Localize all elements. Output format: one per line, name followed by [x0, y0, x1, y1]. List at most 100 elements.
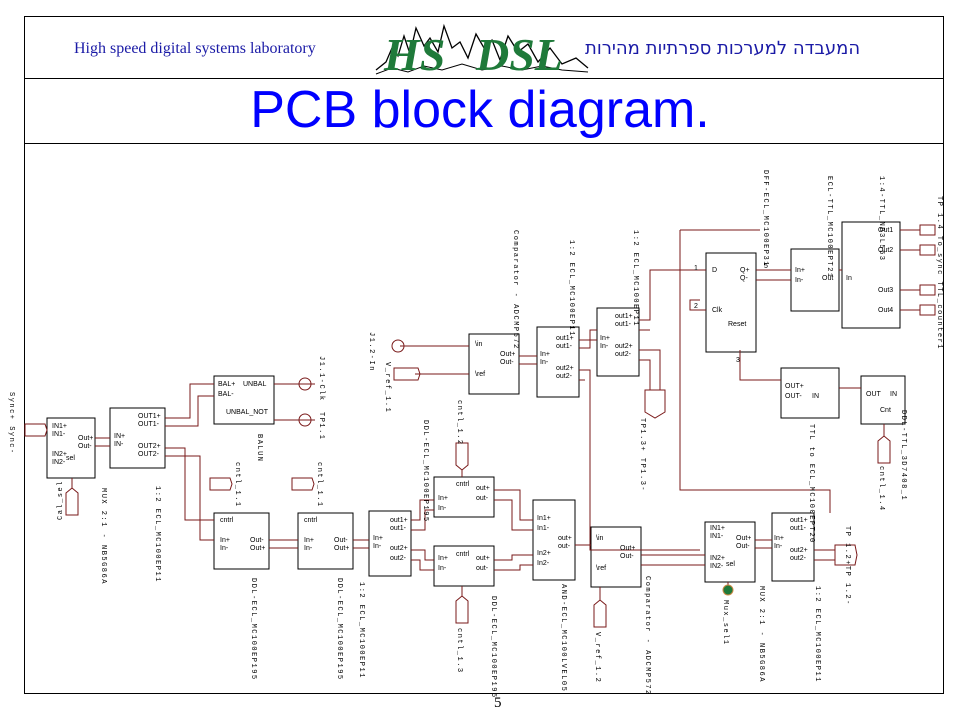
ddl-ttl-block: [860, 375, 906, 425]
j1-1-label: J1.1-Clk: [317, 356, 325, 402]
cntl-1-1-connector: [209, 477, 233, 491]
ecl-1-2-e-pin: out1+: [790, 517, 808, 524]
ttl-1-4-pin: Out2: [878, 247, 893, 254]
ecl-1-2-c-pin: In-: [540, 359, 549, 366]
mux-out-pin: IN2-: [710, 563, 724, 570]
tp1-3-label: TP1.3+ TP1.3-: [638, 418, 646, 492]
j1-2-connector: [391, 339, 405, 353]
ddl-2-block: [297, 512, 354, 570]
ddl-3-pin: In-: [438, 505, 447, 512]
ddl-4-pin: cntrl: [456, 551, 470, 558]
ecl-1-2-b-pin: out1-: [390, 525, 407, 532]
ecl-1-2-d-pin: In+: [600, 335, 610, 342]
mux-out-pin: Out+: [736, 535, 751, 542]
cntl-1-1b-connector: [291, 477, 315, 491]
ecl-1-2-e-pin: out2-: [790, 555, 807, 562]
tp1-2-label: TP 1.2+TP 1.2-: [843, 526, 851, 606]
sync-label: Sync+ Sync-: [7, 392, 15, 455]
ecl-ttl-label: ECL-TTL_MC100EPT21: [825, 176, 833, 279]
and-gate-pin: In1-: [537, 525, 550, 532]
mux-sel-label: Mux_sel1: [721, 600, 729, 646]
comparator-1-pin: \ref: [475, 371, 485, 378]
comparator-1-pin: Out+: [500, 351, 515, 358]
ecl-1-2-a-pin: OUT2+: [138, 443, 161, 450]
comparator-1-pin: Out-: [500, 359, 514, 366]
ddl-2-pin: Out+: [334, 545, 349, 552]
cntl-1-4-connector: [877, 435, 891, 464]
ddl-4-block: [433, 545, 495, 587]
and-gate-pin: In2+: [537, 550, 551, 557]
ecl-1-2-d-block: [596, 307, 640, 377]
mux-out-pin: IN2+: [710, 555, 725, 562]
v-ref-1-1-label: V_ref_1.1: [383, 362, 391, 413]
balun-block: [213, 375, 275, 425]
cntl-1-2-label: cntl_1.2: [455, 400, 463, 446]
ecl-1-2-c-label: 1:2 ECL_MC100EP11: [567, 240, 575, 337]
comparator-1-block: [468, 333, 520, 395]
mux-in-block: [46, 417, 96, 479]
balun-pin: UNBAL: [243, 381, 266, 388]
mux-out-pin: Out-: [736, 543, 750, 550]
and-gate-pin: In2-: [537, 560, 550, 567]
ecl-1-2-e-pin: In-: [774, 543, 783, 550]
page-number: 5: [494, 695, 502, 711]
cntl-1-2-connector: [455, 442, 469, 471]
mux-sel-connector: [722, 584, 734, 596]
ecl-1-2-e-pin: In+: [774, 535, 784, 542]
ddl-4-label: DDL-ECL_MC100EP195: [489, 596, 497, 699]
v-ref-1-2-connector: [593, 599, 607, 628]
ttl-ecl-pin: OUT-: [785, 393, 802, 400]
mux-in-pin: sel: [66, 455, 75, 462]
ecl-1-2-b-pin: out2+: [390, 545, 408, 552]
ttl-1-4-label: 1:4-TTL_NB3L553: [877, 176, 885, 262]
balun-pin: BAL+: [218, 381, 235, 388]
comparator-2-pin: Out+: [620, 545, 635, 552]
j1-1-connector: [298, 377, 312, 391]
comparator-1-label: Comparator - ADCMP572: [511, 230, 519, 350]
ecl-ttl-block: [790, 248, 840, 312]
ddl-4-pin: out+: [476, 555, 490, 562]
comparator-2-pin: \ref: [596, 565, 606, 572]
mux-out-block: [704, 521, 756, 583]
tp1-4-connector-1: [919, 224, 936, 236]
cntl-1-3-label: cntl_1.3: [455, 628, 463, 674]
cntl-1-1b-label: cntl_1.1: [315, 462, 323, 508]
wire-number-3: 3: [736, 357, 740, 364]
mux-in-pin: IN1-: [52, 431, 66, 438]
header-divider: [24, 78, 943, 79]
ddl-3-pin: out+: [476, 485, 490, 492]
ttl-1-4-pin: Out4: [878, 307, 893, 314]
ddl-1-pin: Out+: [250, 545, 265, 552]
balun-label: BALUN: [255, 434, 263, 463]
ecl-1-2-a-label: 1:2 ECL_MC100EP11: [153, 486, 161, 583]
ddl-1-pin: Out-: [250, 537, 264, 544]
mux-out-label: MUX 2:1 - NB5G86A: [757, 586, 765, 683]
ttl-ecl-label: TTL to ECL_MC100EPT20: [807, 424, 815, 544]
cal-sel-connector: [65, 487, 79, 516]
ecl-1-2-c-pin: out1+: [556, 335, 574, 342]
ecl-1-2-a-pin: IN-: [114, 441, 124, 448]
ecl-1-2-a-pin: OUT2-: [138, 451, 160, 458]
ecl-1-2-d-pin: out1-: [615, 321, 632, 328]
ecl-ttl-pin: Out: [822, 275, 833, 282]
ttl-1-4-pin: Out1: [878, 227, 893, 234]
mux-in-label: MUX 2:1 - NB5G86A: [99, 488, 107, 585]
mux-in-pin: IN1+: [52, 423, 67, 430]
ecl-1-2-d-pin: out2-: [615, 351, 632, 358]
and-gate-pin: out-: [558, 543, 571, 550]
pin-labels: IN1+IN1-IN2+IN2-Out+Out-selOUT1+OUT1-OUT…: [52, 227, 897, 572]
ddl-1-label: DDL-ECL_MC100EP195: [249, 578, 257, 681]
ecl-1-2-a-block: [109, 407, 166, 469]
ecl-1-2-d-pin: out1+: [615, 313, 633, 320]
ecl-1-2-e-label: 1:2 ECL_MC100EP11: [813, 586, 821, 683]
tp1-3-connector: [644, 389, 666, 419]
j1-2-label: J1.2-In: [367, 332, 375, 372]
tp1-4-connector-2: [919, 244, 936, 256]
ddl-3-pin: In+: [438, 495, 448, 502]
ecl-1-2-e-block: [771, 512, 815, 582]
block-boxes: [46, 221, 906, 588]
dff-pin: Clk: [712, 307, 723, 314]
lab-name-english: High speed digital systems laboratory: [74, 40, 316, 57]
ddl-2-pin: Out-: [334, 537, 348, 544]
